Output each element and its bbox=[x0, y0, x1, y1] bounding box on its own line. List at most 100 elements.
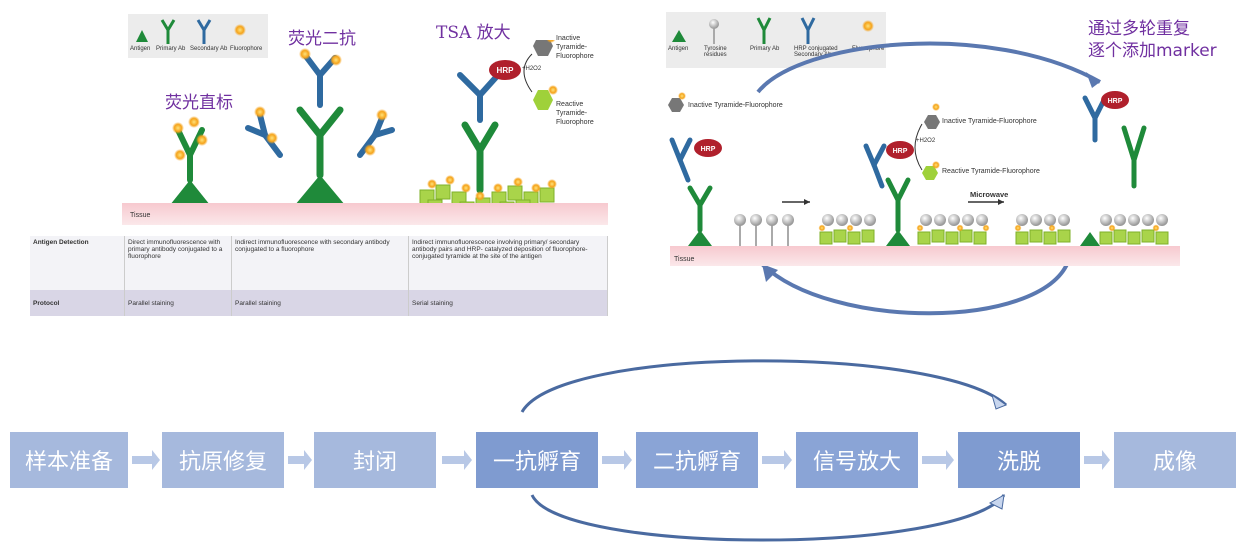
left-tissue-label: Tissue bbox=[130, 212, 151, 219]
reactive-tyramide-shape bbox=[533, 90, 553, 110]
label-indirect-if: 荧光二抗 bbox=[288, 29, 356, 49]
step-label: 抗原修复 bbox=[178, 450, 267, 475]
detection-indirect-cell: Indirect immunofluorescence with seconda… bbox=[231, 236, 409, 290]
tsa-h2o2-label: +H2O2 bbox=[522, 66, 542, 72]
h2o2-label: +H2O2 bbox=[916, 138, 936, 144]
step-label: 洗脱 bbox=[996, 450, 1041, 475]
antigen-shape bbox=[295, 175, 345, 205]
inactive-tyramide-shape bbox=[533, 40, 553, 56]
step-label: 二抗孵育 bbox=[652, 450, 741, 475]
step-label: 成像 bbox=[1152, 450, 1197, 475]
loop-arc-bottom bbox=[530, 494, 1006, 542]
step-label: 信号放大 bbox=[812, 450, 901, 475]
legend-primary-ab: Primary Ab bbox=[156, 46, 186, 52]
step-blocking: 封闭 bbox=[314, 432, 436, 488]
flow-arcs bbox=[520, 359, 1008, 542]
reactive-tyramide-label: Reactive Tyramide-Fluorophore bbox=[942, 168, 1040, 175]
flow-arrows bbox=[132, 450, 1110, 470]
tyrosine-balls-row-2 bbox=[822, 214, 988, 226]
left-legend: Antigen Primary Ab Secondary Ab Fluoroph… bbox=[128, 14, 268, 58]
right-legend: Antigen Tyrosine residues Primary Ab HRP… bbox=[666, 12, 886, 68]
antigen-shape bbox=[688, 230, 712, 246]
arrow-right-icon bbox=[602, 450, 632, 470]
tyrosine-icon bbox=[709, 19, 719, 44]
detection-direct-cell: Direct immunofluorescence with primary a… bbox=[124, 236, 232, 290]
step-label: 一抗孵育 bbox=[492, 450, 581, 475]
table-row-detection: Antigen Detection Direct immunofluoresce… bbox=[30, 236, 608, 290]
primary-antibody-shape bbox=[175, 127, 205, 183]
legend-antigen: Antigen bbox=[130, 46, 151, 52]
primary-ab-icon bbox=[756, 17, 772, 44]
top-cycle-arc bbox=[756, 41, 1101, 94]
inactive-tyramide-label-2: Inactive Tyramide-Fluorophore bbox=[942, 118, 1037, 125]
note-repeat-rounds: 通过多轮重复 逐个添加marker bbox=[1088, 18, 1217, 62]
secondary-antibody-shape bbox=[457, 72, 501, 123]
fluorophore-icon bbox=[862, 20, 874, 32]
detection-tsa-cell: Indirect immunofluorescence involving pr… bbox=[408, 236, 608, 290]
step-primary-incubation: 一抗孵育 bbox=[476, 432, 598, 488]
step-arrow-icons bbox=[132, 450, 1110, 470]
table-row-protocol: Protocol Parallel staining Parallel stai… bbox=[30, 290, 608, 316]
label-direct-if: 荧光直标 bbox=[165, 93, 233, 113]
svg-text:HRP: HRP bbox=[701, 146, 716, 153]
right-figure-panel: Antigen Tyrosine residues Primary Ab HRP… bbox=[660, 0, 1247, 330]
step-imaging: 成像 bbox=[1114, 432, 1236, 488]
antigen-shape bbox=[170, 180, 210, 205]
fluorophores-row-2 bbox=[818, 224, 990, 232]
arrow-right-icon bbox=[1084, 450, 1110, 470]
primary-antibody-shape bbox=[461, 121, 499, 194]
right-legend-icons bbox=[672, 17, 874, 44]
right-legend-primary-ab: Primary Ab bbox=[750, 46, 780, 52]
step-label: 封闭 bbox=[352, 450, 397, 475]
left-tissue-layer: Tissue bbox=[122, 203, 608, 225]
svg-text:HRP: HRP bbox=[893, 148, 908, 155]
tyrosine-residues bbox=[734, 214, 794, 246]
left-legend-icons bbox=[136, 19, 246, 44]
right-tissue-layer: Tissue bbox=[670, 246, 1180, 266]
right-legend-tyrosine: Tyrosine residues bbox=[704, 46, 727, 58]
hrp-secondary-ab-icon bbox=[800, 17, 816, 44]
legend-secondary-ab: Secondary Ab bbox=[190, 46, 228, 52]
step-elution: 洗脱 bbox=[958, 432, 1080, 488]
right-illustration: HRP HRP bbox=[668, 41, 1169, 316]
left-illustration: HRP bbox=[170, 40, 558, 215]
arrow-right-icon bbox=[762, 450, 792, 470]
arrow-right-icon bbox=[288, 450, 312, 470]
inactive-tyramide-shape bbox=[668, 98, 684, 112]
primary-antibody-shape bbox=[296, 106, 344, 179]
svg-text:HRP: HRP bbox=[1108, 98, 1123, 105]
step-sample-prep: 样本准备 bbox=[10, 432, 128, 488]
antigen-detection-table: Antigen Detection Direct immunofluoresce… bbox=[30, 236, 608, 316]
note-line-1: 通过多轮重复 bbox=[1088, 19, 1190, 39]
arrow-right-icon bbox=[132, 450, 160, 470]
step-secondary-incubation: 二抗孵育 bbox=[636, 432, 758, 488]
row-header-protocol: Protocol bbox=[30, 290, 125, 316]
primary-ab-icon bbox=[160, 19, 176, 44]
step-antigen-retrieval: 抗原修复 bbox=[162, 432, 284, 488]
protocol-indirect-cell: Parallel staining bbox=[231, 290, 409, 316]
inactive-tyramide-label: Inactive Tyramide-Fluorophore bbox=[688, 102, 783, 109]
left-figure-panel: Antigen Primary Ab Secondary Ab Fluoroph… bbox=[0, 0, 620, 330]
legend-fluorophore: Fluorophore bbox=[230, 46, 263, 52]
right-tissue-label: Tissue bbox=[674, 256, 695, 263]
secondary-ab-icon bbox=[196, 19, 212, 44]
indirect-if-complex bbox=[245, 48, 395, 205]
antigen-icon bbox=[136, 30, 148, 42]
protocol-tsa-cell: Serial staining bbox=[408, 290, 608, 316]
fluorophore-icon bbox=[234, 24, 246, 36]
deposited-tyramide-row bbox=[819, 229, 987, 245]
label-tsa: TSA 放大 bbox=[436, 23, 511, 43]
note-line-2: 逐个添加marker bbox=[1088, 41, 1217, 61]
tsa-inactive-label: Inactive Tyramide- Fluorophore bbox=[556, 35, 594, 60]
deposited-fluorophores bbox=[427, 175, 557, 201]
tsa-reactive-label: Reactive Tyramide- Fluorophore bbox=[556, 101, 594, 126]
step-signal-amplification: 信号放大 bbox=[796, 432, 918, 488]
right-legend-hrp-ab: HRP conjugated Secondary Ab bbox=[794, 46, 838, 58]
right-legend-antigen: Antigen bbox=[668, 46, 689, 52]
step-label: 样本准备 bbox=[24, 450, 113, 475]
microwave-label: Microwave bbox=[970, 190, 1009, 199]
direct-if-complex bbox=[170, 116, 210, 205]
protocol-direct-cell: Parallel staining bbox=[124, 290, 232, 316]
hrp-enzyme-shape bbox=[489, 60, 521, 80]
bottom-cycle-arc bbox=[760, 261, 1070, 316]
